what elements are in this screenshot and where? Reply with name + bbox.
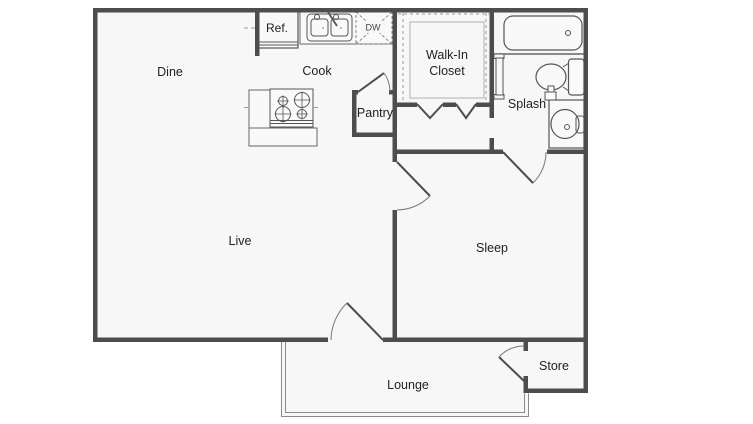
dishwasher-label: DW	[366, 23, 381, 33]
room-label-dine: Dine	[157, 65, 183, 79]
wall-store-bottom	[523, 388, 588, 393]
bathroom	[493, 15, 585, 149]
store-floor	[524, 342, 588, 393]
kitchen-sink-icon	[306, 11, 353, 42]
room-label-walk-in-closet-line2: Closet	[429, 64, 465, 78]
toilet-icon	[535, 58, 585, 96]
walls	[93, 8, 588, 393]
wall-pantry-top-right	[389, 90, 397, 95]
room-label-live: Live	[229, 234, 252, 248]
pocket-door-leaf	[493, 53, 505, 100]
room-label-pantry: Pantry	[357, 106, 394, 120]
lounge-railing	[281, 342, 529, 417]
wall-store-stub-top	[523, 342, 528, 351]
vanity-sink-icon	[544, 85, 585, 149]
kitchen: Ref. DW	[244, 10, 394, 147]
wall-live-sleep	[392, 210, 397, 342]
floor-areas	[93, 8, 588, 417]
wall-bottom-left	[93, 337, 328, 342]
wall-closet-stub-left	[397, 102, 417, 107]
bathtub-icon	[503, 15, 583, 51]
wall-bath-left-lower	[489, 138, 494, 154]
entry-door	[330, 302, 384, 341]
wall-closet-stub-mid	[443, 102, 456, 107]
room-label-store: Store	[539, 359, 569, 373]
wall-closet-stub-right	[476, 102, 492, 107]
room-label-splash: Splash	[508, 97, 546, 111]
wall-left	[93, 8, 98, 342]
wall-sleep-top-left	[392, 149, 503, 154]
main-floor	[93, 8, 588, 342]
wall-store-stub-bottom	[523, 376, 528, 393]
walk-in-closet-interior	[398, 13, 489, 101]
wall-pantry-bottom	[352, 132, 397, 137]
refrigerator: Ref.	[257, 10, 299, 49]
closet-bifold-doors	[416, 103, 477, 120]
wall-cook-closet	[392, 8, 397, 162]
wall-kitchen-stub	[255, 8, 260, 56]
room-label-sleep: Sleep	[476, 241, 508, 255]
doors	[330, 72, 547, 382]
room-label-lounge: Lounge	[387, 378, 429, 392]
wall-pantry-left	[352, 90, 357, 137]
pantry-door	[357, 72, 391, 93]
lounge-floor	[281, 342, 528, 417]
room-label-cook: Cook	[302, 64, 332, 78]
stove-icon	[248, 88, 318, 147]
refrigerator-label: Ref.	[266, 21, 288, 35]
wall-bottom-right	[383, 337, 588, 342]
wall-sleep-top-right	[547, 149, 588, 154]
room-label-walk-in-closet-line1: Walk-In	[426, 48, 468, 62]
store-door	[498, 345, 525, 382]
wall-bath-left-upper	[489, 8, 494, 118]
wall-right	[583, 8, 588, 393]
bedroom-door	[396, 161, 431, 211]
room-labels: Dine Cook Pantry Walk-In Closet Splash L…	[157, 48, 569, 392]
bathroom-door	[502, 151, 547, 184]
wall-top	[93, 8, 588, 13]
